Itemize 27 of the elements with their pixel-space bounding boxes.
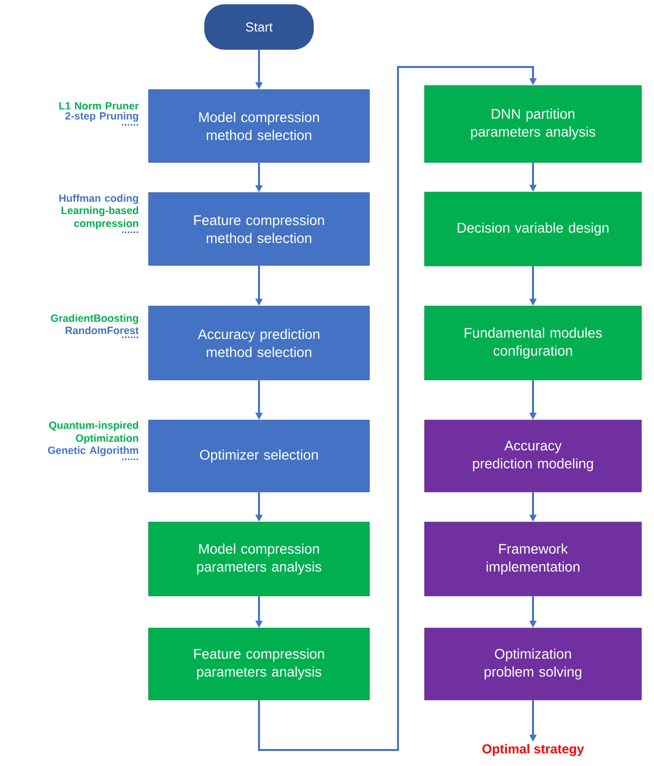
method-label: Genetic Algorithm bbox=[48, 446, 138, 456]
method-label: RandomForest bbox=[66, 326, 139, 334]
start-terminal: Start bbox=[204, 4, 314, 50]
result-text: Optimal strategy bbox=[482, 744, 584, 756]
process-box: DNN partition parameters analysis bbox=[424, 85, 642, 163]
method-label: ...... bbox=[122, 124, 138, 126]
process-box: Model compression method selection bbox=[148, 89, 370, 163]
process-box: Framework implementation bbox=[424, 522, 642, 596]
process-box: Fundamental modules configuration bbox=[424, 306, 642, 380]
method-label: ...... bbox=[122, 336, 138, 338]
process-box: Feature compression parameters analysis bbox=[148, 628, 370, 700]
process-box: Decision variable design bbox=[424, 192, 642, 266]
process-box: Optimization problem solving bbox=[424, 628, 642, 700]
method-label: ...... bbox=[122, 458, 138, 460]
method-label: Quantum-inspired Optimization bbox=[49, 421, 138, 444]
process-box: Optimizer selection bbox=[148, 420, 370, 492]
method-label: ...... bbox=[122, 232, 138, 234]
method-label: 2-step Pruning bbox=[65, 112, 138, 122]
method-label: L1 Norm Pruner bbox=[59, 102, 139, 110]
arrow bbox=[258, 66, 537, 751]
process-box: Accuracy prediction method selection bbox=[148, 306, 370, 380]
process-box: Feature compression method selection bbox=[148, 192, 370, 266]
process-box: Accuracy prediction modeling bbox=[424, 420, 642, 492]
process-box: Model compression parameters analysis bbox=[148, 522, 370, 596]
method-label: GradientBoosting bbox=[50, 314, 138, 324]
method-label: Learning-based compression bbox=[62, 206, 138, 230]
method-label: Huffman coding bbox=[59, 194, 138, 204]
